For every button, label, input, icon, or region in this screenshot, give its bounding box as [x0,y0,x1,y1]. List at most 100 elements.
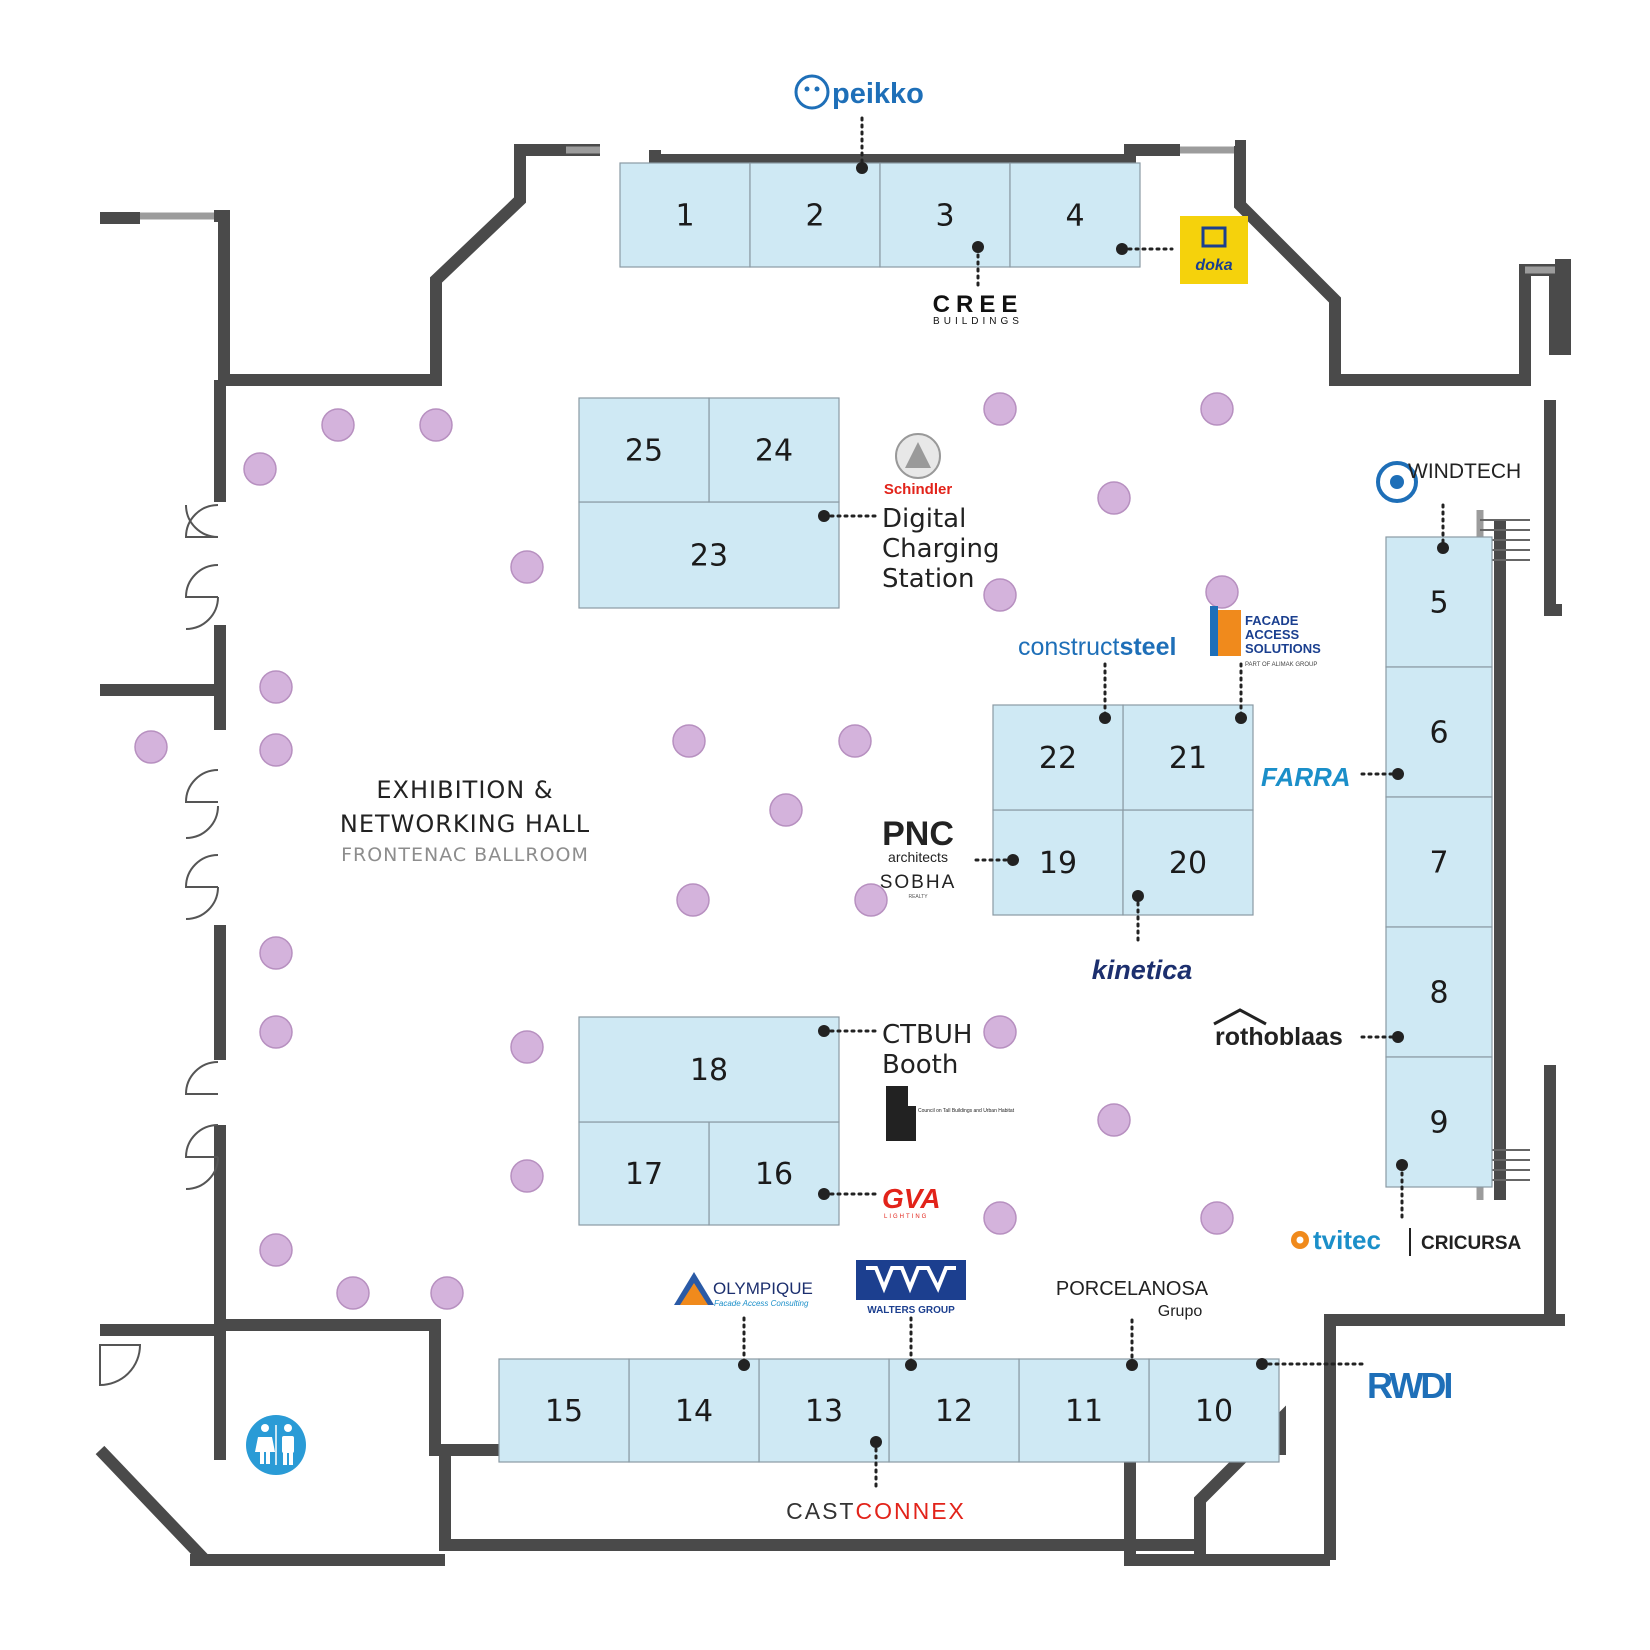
svg-text:constructsteel: constructsteel [1018,633,1176,661]
round-table [510,550,544,584]
kinetica-text: kinetica [1092,955,1193,985]
round-table [510,1030,544,1064]
booth-10-area[interactable] [1148,1358,1280,1463]
constructsteel-logo[interactable]: constructsteel [1018,633,1176,661]
booth-2[interactable]: 2 [749,162,881,268]
round-table [259,733,293,767]
pnc-sobha-logo[interactable]: PNC architects SOBHA REALTY [880,815,957,900]
kinetica-logo[interactable]: kinetica [1092,955,1193,985]
porcelanosa-logo[interactable]: PORCELANOSA Grupo [1056,1278,1209,1320]
farra-logo[interactable]: FARRA [1261,762,1351,792]
booth-5[interactable]: 5 [1385,536,1493,668]
gva-sub: LIGHTING [884,1214,928,1220]
ctbuh-line1: CTBUH [882,1020,972,1050]
booth-3[interactable]: 3 [879,162,1011,268]
round-table [430,1276,464,1310]
windtech-text: WINDTECH [1408,460,1521,483]
doors [99,504,219,1387]
booth-number: 8 [1429,976,1448,1011]
booth-number: 7 [1429,846,1448,881]
gva-text: GVA [882,1183,941,1214]
booth-16-area[interactable] [708,1121,840,1226]
round-table [321,408,355,442]
round-table [336,1276,370,1310]
peikko-logo[interactable]: peikko [794,74,924,110]
booth-23[interactable]: 23 [578,501,840,609]
facade-access-logo[interactable]: FACADE ACCESS SOLUTIONS PART OF ALIMAK G… [1210,606,1321,668]
schindler-logo[interactable]: Schindler [884,433,953,498]
booth-6[interactable]: 6 [1385,666,1493,798]
booth-17[interactable]: 17 [578,1121,710,1226]
olympique-sub: Facade Access Consulting [714,1299,809,1308]
olympique-logo[interactable]: OLYMPIQUE Facade Access Consulting [674,1272,813,1308]
booth-12[interactable]: 12 [888,1358,1020,1463]
booth-number: 5 [1429,586,1448,621]
booth-20[interactable]: 20 [1122,809,1254,916]
booth-13-area[interactable] [758,1358,890,1463]
restroom-icon[interactable] [246,1415,306,1475]
booth-20-area[interactable] [1122,809,1254,916]
round-table [1200,1201,1234,1235]
facade-line4: PART OF ALIMAK GROUP [1245,662,1317,668]
walters-group-logo[interactable]: WALTERS GROUP [856,1260,966,1316]
booth-number: 2 [805,199,824,234]
booth-24-area[interactable] [708,397,840,503]
booth-18[interactable]: 18 [578,1016,840,1123]
hall-title-line2: NETWORKING HALL [340,810,590,838]
booth-7[interactable]: 7 [1385,796,1493,928]
ctbuh-logo[interactable]: Council on Tall Buildings and Urban Habi… [886,1086,1015,1141]
schindler-text: Schindler [884,481,953,498]
booth-21-area[interactable] [1122,704,1254,811]
round-table [983,392,1017,426]
booth-25[interactable]: 25 [578,397,710,503]
hall-subtitle: FRONTENAC BALLROOM [341,844,589,866]
booth-number: 17 [625,1157,663,1192]
booth-3-area[interactable] [879,162,1011,268]
tvitec-text: tvitec [1313,1225,1381,1255]
booth-15-area[interactable] [498,1358,630,1463]
booth-14-area[interactable] [628,1358,760,1463]
booth-18-area[interactable] [578,1016,840,1123]
booth-1[interactable]: 1 [619,162,751,268]
booth-14[interactable]: 14 [628,1358,760,1463]
booth-24[interactable]: 24 [708,397,840,503]
booth-13[interactable]: 13 [758,1358,890,1463]
booth-number: 21 [1169,741,1207,776]
booth-number: 1 [675,199,694,234]
castconnex-logo[interactable]: CASTCONNEX [786,1498,966,1524]
booth-23-area[interactable] [578,501,840,609]
round-table [243,452,277,486]
windtech-logo[interactable]: WINDTECH [1376,460,1521,503]
round-table [838,724,872,758]
doka-logo[interactable]: doka [1180,216,1248,284]
farra-text: FARRA [1261,762,1351,792]
cree-logo[interactable]: CREE BUILDINGS [933,291,1024,327]
gva-logo[interactable]: GVA LIGHTING [882,1183,941,1220]
rothoblaas-logo[interactable]: rothoblaas [1213,1008,1343,1051]
booth-number: 18 [690,1053,728,1088]
rwdi-logo[interactable]: RWDI [1367,1365,1454,1406]
round-table [1200,392,1234,426]
booth-5-area[interactable] [1385,536,1493,668]
constructsteel-text-b: steel [1119,633,1176,661]
booth-1-area[interactable] [619,162,751,268]
ctbuh-logo-text: Council on Tall Buildings and Urban Habi… [918,1108,1015,1114]
porcelanosa-text: PORCELANOSA [1056,1278,1209,1300]
booth-2-area[interactable] [749,162,881,268]
tvitec-cricursa-logo[interactable]: tvitec CRICURSA [1291,1225,1522,1256]
table-group [134,392,1239,1310]
booth-16[interactable]: 16 [708,1121,840,1226]
booth-25-area[interactable] [578,397,710,503]
booth-15[interactable]: 15 [498,1358,630,1463]
booth-21[interactable]: 21 [1122,704,1254,811]
booth-number: 23 [690,539,728,574]
booth-11-area[interactable] [1018,1358,1150,1463]
booth-12-area[interactable] [888,1358,1020,1463]
booth-number: 20 [1169,846,1207,881]
booth-10[interactable]: 10 [1148,1358,1280,1463]
booth-11[interactable]: 11 [1018,1358,1150,1463]
booth-number: 16 [755,1157,793,1192]
booth-number: 10 [1195,1394,1233,1429]
booth-number: 12 [935,1394,973,1429]
